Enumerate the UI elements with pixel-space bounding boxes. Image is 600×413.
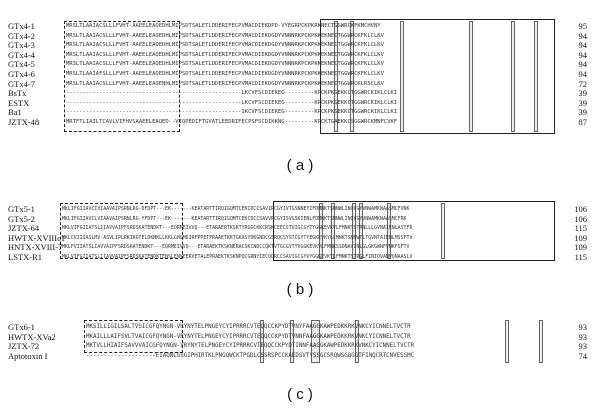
panel-label-c: ( c ) <box>287 386 313 403</box>
sequence-row: MRSLTLAAIACSLLLFVHT-AAEELEAQENHLMIPSDTSA… <box>66 80 384 87</box>
cysteine-column-b6 <box>441 203 445 259</box>
sequence-row: ----------------------------------------… <box>66 99 398 106</box>
sequence-name: GTx5-2 <box>8 213 35 224</box>
sequence-name: JZTX-64 <box>8 223 40 234</box>
sequence-row: --------------------EIAQNLGSGIPHIRTKLPNG… <box>86 352 415 359</box>
sequence-names-b: GTx5-1 GTx5-2 JZTX-64 HWTX-XVIIIc1 HNTX-… <box>8 204 66 263</box>
cysteine-column-c1 <box>260 320 264 363</box>
sequence-row: MRSLTLAAIACSLLLFVHT-AAEELEAQEDHLMIPSDTSA… <box>66 32 384 39</box>
panel-label-a: ( a ) <box>286 157 314 174</box>
sequence-name: HNTX-XVIII-7 <box>8 242 63 253</box>
sequence-length: 106 <box>574 213 587 224</box>
cysteine-column-c3 <box>311 320 320 363</box>
sequence-name: HWTX-XVa2 <box>8 331 56 342</box>
sequence-length: 74 <box>578 350 588 361</box>
sequence-length: 87 <box>578 116 588 127</box>
sequence-row: MKSILLIGILSALTVSICGFQYNGN-VRYNYTELPNGEYC… <box>86 324 411 330</box>
sequence-length: 39 <box>578 97 588 108</box>
sequence-length: 106 <box>574 204 587 214</box>
sequence-row: MKLCVIIIASLMV-ASVLIPLRKIKGTELDKMKLLKKLGH… <box>62 234 413 241</box>
sequence-length: 39 <box>578 88 588 99</box>
cysteine-column-b5 <box>387 203 391 259</box>
sequence-name: GTx4-6 <box>8 68 35 79</box>
sequence-length: 39 <box>578 107 588 118</box>
sequence-row: MKTVLLHIAIFSAVVVAICGFQYNGN-VRYNYTELPNGEY… <box>86 343 415 350</box>
sequence-name: GTx4-7 <box>8 78 35 89</box>
panel-label-b: ( b ) <box>286 281 314 298</box>
sequence-alignment-a: MRSLTLAAIACSLLLFVHT-AAEELEAQEDHLMIPSDTSA… <box>66 22 397 128</box>
sequence-name: HWTX-XVIIIc1 <box>8 232 66 243</box>
sequence-length: 93 <box>578 322 588 332</box>
sequence-lengths-a: 95 94 94 94 94 94 72 39 39 39 87 <box>569 21 588 128</box>
cysteine-column-c5 <box>505 320 509 363</box>
sequence-row: MRTFTLIAILTCAVLVIFHVSAAEELEAQED--VIQPEDI… <box>66 118 398 125</box>
sequence-alignment-c: MKSILLIGILSALTVSICGFQYNGN-VRYNYTELPNGEYC… <box>86 323 414 361</box>
sequence-name: GTx4-1 <box>8 21 35 31</box>
mature-toxin-box-b <box>273 201 555 261</box>
sequence-row: MRSLTLAAIACSLLLFVHT-AAEELEAQEDHLMIPSDTSA… <box>66 23 381 29</box>
sequence-name: ESTX <box>8 97 30 108</box>
sequence-name: GTx4-5 <box>8 59 35 70</box>
sequence-length: 109 <box>574 232 587 243</box>
sequence-row: MKLVIFGIIATSLIIAVVAIPFSRDSKATENDKT---EQR… <box>62 225 413 232</box>
cysteine-column-a3 <box>400 21 404 132</box>
sequence-length: 95 <box>578 21 588 31</box>
cysteine-column-c4 <box>355 320 359 363</box>
sequence-names-c: GTx6-1 HWTX-XVa2 JZTX-72 Aptotoxin I <box>8 322 56 361</box>
sequence-name: BsTx <box>8 88 27 99</box>
sequence-row: MKLIFGIIAVCLVIAAVAIPSRNLRG-YFDPT---EK---… <box>62 215 407 222</box>
cysteine-column-a4 <box>469 21 473 132</box>
cysteine-column-a1 <box>334 21 338 132</box>
sequence-length: 115 <box>574 251 587 262</box>
sequence-row: ----------------------------------------… <box>66 109 398 116</box>
sequence-name: Ba1 <box>8 107 22 118</box>
sequence-length: 94 <box>578 59 588 70</box>
sequence-lengths-b: 106 106 115 109 109 115 <box>569 204 587 263</box>
cysteine-column-b3 <box>352 203 356 259</box>
cysteine-column-c6 <box>539 320 543 363</box>
sequence-length: 94 <box>578 49 588 60</box>
sequence-name: LSTX-R1 <box>8 251 42 262</box>
cysteine-column-b1 <box>319 203 323 259</box>
sequence-length: 72 <box>578 78 588 89</box>
cysteine-column-b2 <box>331 203 335 259</box>
cysteine-column-a5 <box>511 21 515 132</box>
sequence-name: GTx4-3 <box>8 40 35 51</box>
sequence-name: GTx4-4 <box>8 49 35 60</box>
sequence-length: 93 <box>578 331 588 342</box>
sequence-row: MRSLTLAAIAFSLLLFVHT-AAEELEAQEDHLMIPSDTSA… <box>66 70 384 77</box>
sequence-alignment-b: MKLIFGIIAVCIVIAAVAIPSRNLRG-DFDPT---EK---… <box>62 205 412 263</box>
sequence-name: GTx6-1 <box>8 322 35 332</box>
sequence-length: 93 <box>578 341 588 352</box>
sequence-name: JZTX-72 <box>8 341 40 352</box>
sequence-length: 94 <box>578 68 588 79</box>
sequence-name: JZTX-48 <box>8 116 40 127</box>
sequence-row: MRSLTLAAIACSLLLFVHT-AAEELEAQEDHLMIPSDTSA… <box>66 51 384 58</box>
sequence-length: 109 <box>574 242 587 253</box>
cysteine-column-c2 <box>290 320 294 363</box>
sequence-length: 115 <box>574 223 587 234</box>
sequence-row: MRSLTLAAIACSLLLFVHT-AAEELEAQEDHLMIPSDTSA… <box>66 42 384 49</box>
sequence-row: MKLIFGIIAVCIVIAAVAIPSRNLRG-DFDPT---EK---… <box>62 206 410 212</box>
signal-peptide-box-a <box>64 21 180 132</box>
mature-toxin-box-a <box>320 19 555 134</box>
sequence-row: ----------------------------------------… <box>66 90 398 97</box>
cysteine-column-a6 <box>534 21 538 132</box>
cysteine-column-a2 <box>350 21 354 132</box>
sequence-name: Aptotoxin I <box>8 350 48 361</box>
sequence-row: MKAILLLAIFSVLTVAICGFQYNGN-VRYNYTELPNGEYC… <box>86 333 411 340</box>
sequence-length: 94 <box>578 30 588 41</box>
sequence-names-a: GTx4-1 GTx4-2 GTx4-3 GTx4-4 GTx4-5 GTx4-… <box>8 21 40 128</box>
sequence-length: 94 <box>578 40 588 51</box>
cysteine-column-b4 <box>359 203 363 259</box>
signal-peptide-box-c <box>84 320 183 353</box>
sequence-name: GTx4-2 <box>8 30 35 41</box>
signal-peptide-box-b <box>60 203 183 259</box>
sequence-row: MKLVIFGIIATSLIIAVVAIPFSRDSKATENDKTENSLEN… <box>62 253 413 260</box>
sequence-name: GTx5-1 <box>8 204 35 214</box>
sequence-row: MKLFVIIATSLIAVVAIPFSRDSKATENDKT---EQRMEI… <box>62 244 410 251</box>
sequence-lengths-c: 93 93 93 74 <box>569 322 588 361</box>
sequence-row: MRSLTLAAIACSLLLFVHT-AAEELEAQEDHLMIPSDTSA… <box>66 61 384 68</box>
